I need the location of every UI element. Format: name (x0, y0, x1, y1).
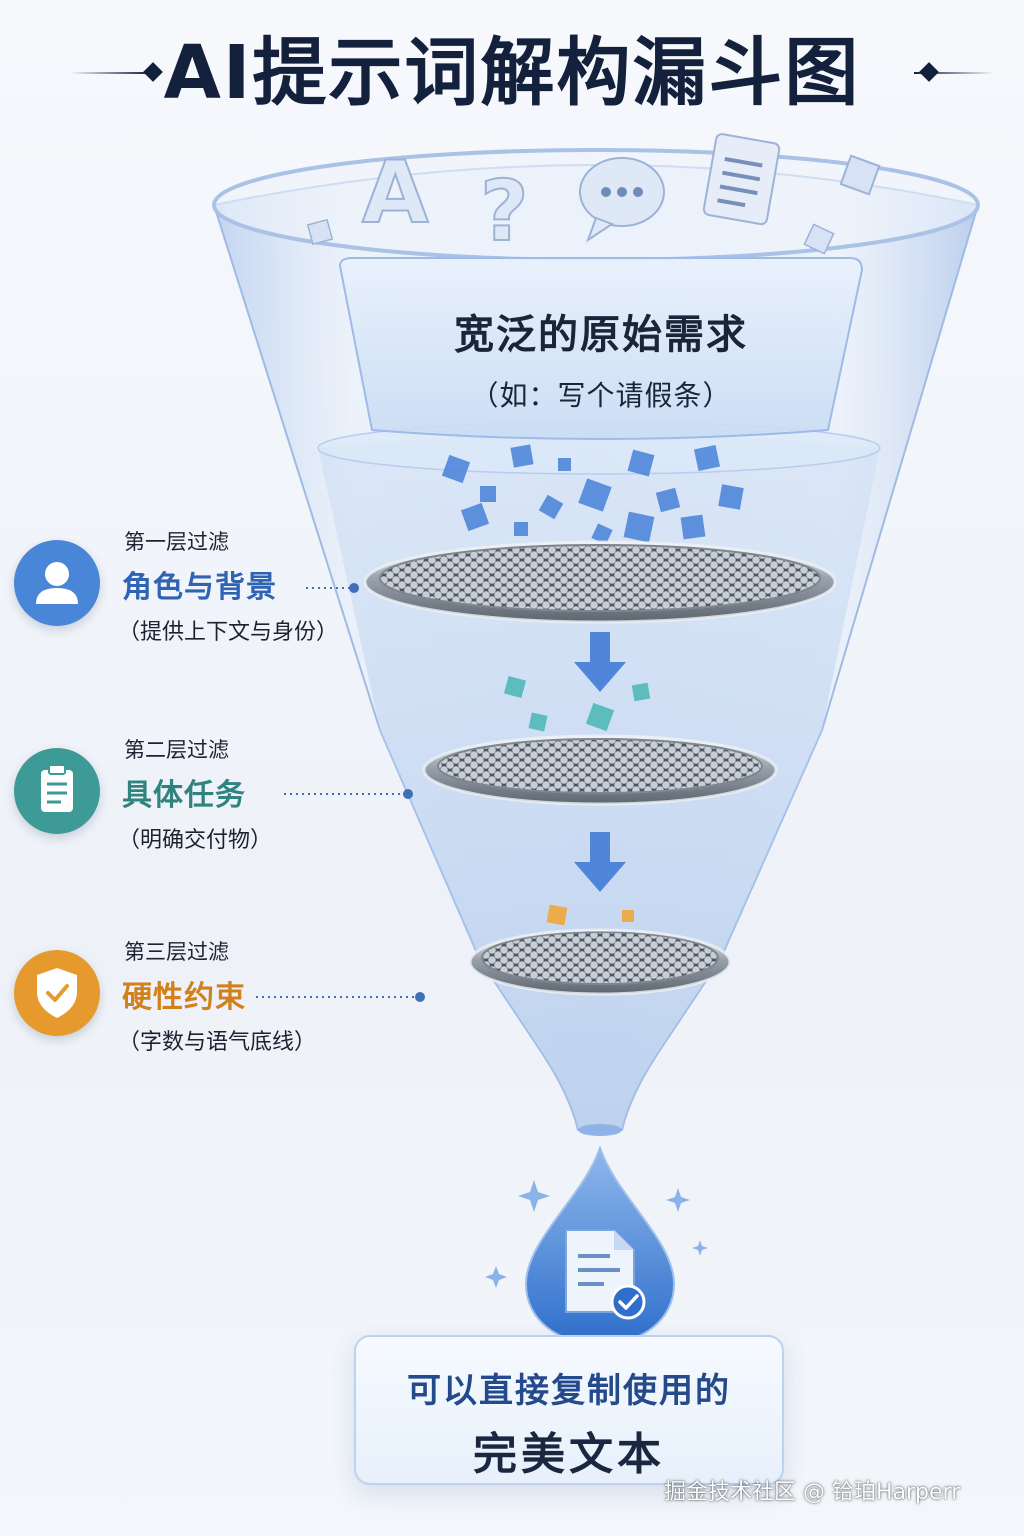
watermark: 掘金技术社区 @ 铪珀Harperr (664, 1480, 961, 1505)
layer-1-title: 角色与背景 (122, 570, 277, 605)
svg-text:?: ? (480, 162, 529, 260)
layer-1-desc: （提供上下文与身份） (118, 620, 339, 645)
down-arrow-1 (574, 632, 626, 692)
filter-ring-2 (422, 734, 778, 806)
layer-2-name: 第二层过滤 (124, 738, 229, 762)
page-title: AI提示词解构漏斗图 (163, 30, 861, 116)
filter-ring-3 (468, 928, 732, 996)
layer-3-name: 第三层过滤 (124, 940, 229, 964)
letter-a-icon: A (361, 142, 430, 244)
layer-3-desc: （字数与语气底线） (118, 1030, 317, 1055)
layer-3: 第三层过滤 硬性约束 （字数与语气底线） (14, 940, 374, 1080)
sparkle-icons (485, 1180, 708, 1288)
layer-2-title: 具体任务 (122, 778, 246, 813)
layer-1: 第一层过滤 角色与背景 （提供上下文与身份） (14, 530, 374, 670)
requirement-heading: 宽泛的原始需求 (454, 312, 748, 358)
user-icon (14, 540, 100, 626)
chat-bubble-icon (579, 157, 665, 243)
particles-refined (503, 675, 651, 756)
svg-text:A: A (362, 143, 429, 243)
layer-2: 第二层过滤 具体任务 （明确交付物） (14, 738, 374, 878)
document-check-icon (565, 1229, 646, 1320)
requirement-example: （如：写个请假条） (470, 379, 732, 412)
result-box: 可以直接复制使用的 完美文本 (354, 1335, 784, 1485)
result-line-1: 可以直接复制使用的 (407, 1371, 731, 1411)
requirement-box: 宽泛的原始需求 （如：写个请假条） (340, 258, 862, 436)
layer-3-title: 硬性约束 (122, 980, 246, 1015)
layer-2-desc: （明确交付物） (118, 828, 273, 853)
down-arrow-2 (574, 832, 626, 892)
shield-check-icon (14, 950, 100, 1036)
requirement-panel (338, 257, 864, 440)
clipboard-icon (14, 748, 100, 834)
document-icon (702, 133, 781, 226)
layer-1-name: 第一层过滤 (124, 530, 229, 554)
title-divider-right (914, 72, 994, 74)
title-divider-left (70, 72, 150, 74)
result-line-2: 完美文本 (473, 1429, 665, 1480)
title-row: AI提示词解构漏斗图 (0, 28, 1024, 118)
filter-ring-1 (363, 540, 837, 624)
question-mark-icon: ? (479, 161, 530, 261)
funnel-nozzle (578, 1124, 622, 1136)
